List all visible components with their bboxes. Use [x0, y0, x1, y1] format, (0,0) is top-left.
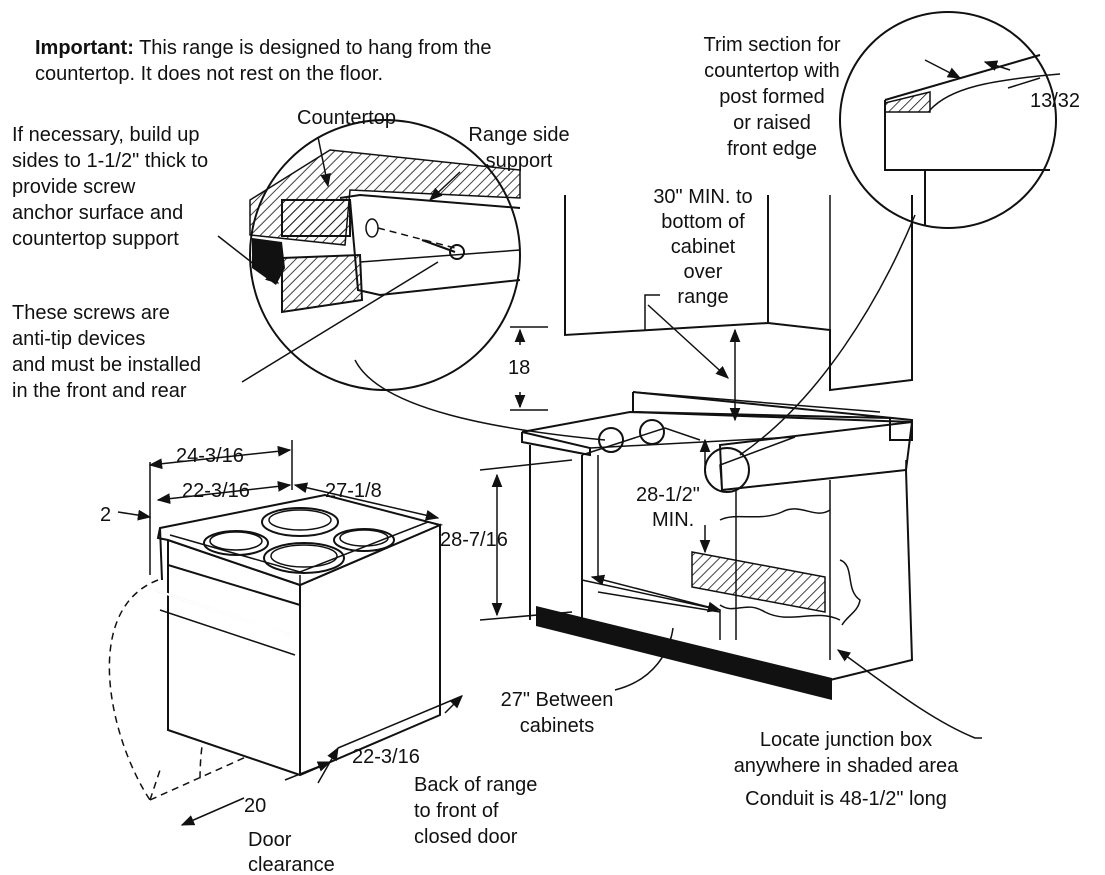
label-screws-4: in the front and rear	[12, 380, 187, 402]
label-cabinet-clearance-3: cabinet	[671, 236, 736, 258]
label-conduit: Conduit is 48-1/2" long	[745, 788, 947, 810]
dim-22-3-16-bottom: 22-3/16	[352, 746, 420, 768]
label-back-of-range-1: Back of range	[414, 774, 537, 796]
label-range-side-support-2: support	[486, 150, 553, 172]
label-screws-3: and must be installed	[12, 354, 201, 376]
label-trim-5: front edge	[727, 138, 817, 160]
important-note: Important: This range is designed to han…	[35, 37, 492, 85]
important-text-2: countertop. It does not rest on the floo…	[35, 63, 383, 85]
label-range-side-support-1: Range side	[468, 124, 569, 146]
label-door-clearance-2: clearance	[248, 854, 335, 875]
labels: Countertop Range side support If necessa…	[12, 34, 1080, 875]
svg-text:Important: This range is desig: Important: This range is designed to han…	[35, 37, 492, 59]
label-build-up-3: provide screw	[12, 176, 136, 198]
dim-24-3-16: 24-3/16	[176, 445, 244, 467]
dim-28-1-2-min-2: MIN.	[652, 509, 694, 531]
important-heading: Important:	[35, 37, 134, 59]
label-build-up-2: sides to 1-1/2" thick to	[12, 150, 208, 172]
label-back-of-range-2: to front of	[414, 800, 499, 822]
label-screws-2: anti-tip devices	[12, 328, 145, 350]
dim-28-1-2-min-1: 28-1/2"	[636, 484, 700, 506]
range-appliance	[108, 493, 444, 801]
dim-27-1-8: 27-1/8	[325, 480, 382, 502]
label-between-cabinets-2: cabinets	[520, 715, 595, 737]
detail-connector-left	[354, 359, 606, 441]
dim-trim-depth: 13/32	[1030, 90, 1080, 112]
label-cabinet-clearance-1: 30" MIN. to	[653, 186, 752, 208]
trim-detail	[839, 11, 1061, 229]
label-build-up-5: countertop support	[12, 228, 179, 250]
dim-20: 20	[244, 795, 266, 817]
label-door-clearance-1: Door	[248, 829, 292, 851]
dimension-lines	[117, 136, 982, 826]
cabinet-scene	[521, 195, 914, 700]
label-trim-3: post formed	[719, 86, 825, 108]
label-trim-2: countertop with	[704, 60, 840, 82]
label-cabinet-clearance-4: over	[684, 261, 723, 283]
important-text-1: This range is designed to hang from the	[134, 37, 492, 59]
label-countertop: Countertop	[297, 107, 396, 129]
label-trim-4: or raised	[733, 112, 811, 134]
dim-22-3-16-top: 22-3/16	[182, 480, 250, 502]
dim-18: 18	[508, 357, 530, 379]
label-build-up-4: anchor surface and	[12, 202, 183, 224]
dim-28-7-16: 28-7/16	[440, 529, 508, 551]
label-between-cabinets-1: 27" Between	[501, 689, 614, 711]
dim-2: 2	[100, 504, 111, 526]
side-support-detail	[249, 119, 521, 391]
label-junction-box-2: anywhere in shaded area	[734, 755, 959, 777]
label-back-of-range-3: closed door	[414, 826, 518, 848]
label-screws-1: These screws are	[12, 302, 170, 324]
label-cabinet-clearance-5: range	[677, 286, 728, 308]
label-junction-box-1: Locate junction box	[760, 729, 932, 751]
label-cabinet-clearance-2: bottom of	[661, 211, 745, 233]
label-build-up-1: If necessary, build up	[12, 124, 200, 146]
label-trim-1: Trim section for	[703, 34, 840, 56]
detail-connector-right	[739, 214, 916, 456]
